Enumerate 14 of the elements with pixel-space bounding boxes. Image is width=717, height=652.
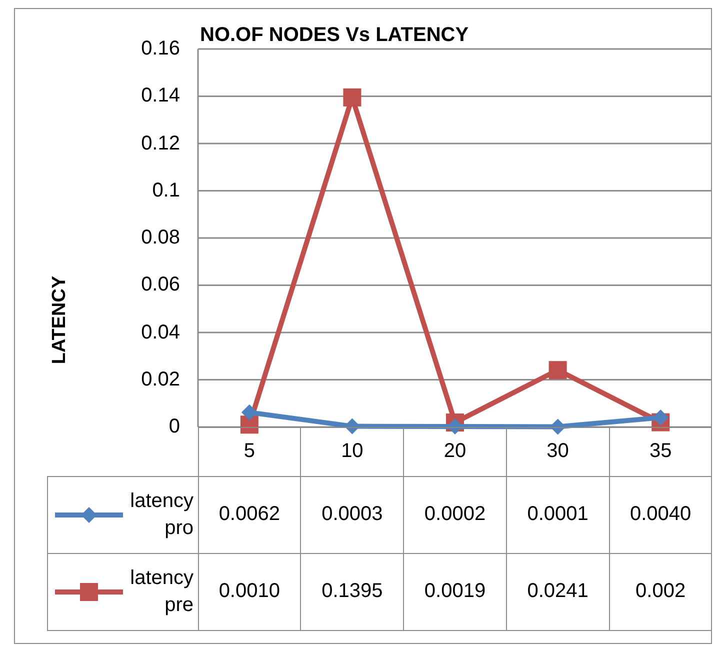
tick-label: 0 bbox=[168, 416, 180, 438]
tick-label: 0.08 bbox=[141, 226, 180, 250]
series-name: latency pro bbox=[129, 488, 194, 540]
chart-title: NO.OF NODES Vs LATENCY bbox=[200, 24, 469, 47]
tick-label: 0.1 bbox=[152, 179, 180, 202]
tick-label: 0.16 bbox=[141, 38, 180, 60]
tick-label: 0.04 bbox=[141, 321, 180, 344]
series-name: latency pre bbox=[129, 566, 194, 618]
tick-label: 0.12 bbox=[141, 132, 180, 155]
tick-label: 0.06 bbox=[141, 274, 180, 297]
category-cell: 5 bbox=[198, 426, 302, 476]
axis-title: LATENCY bbox=[49, 276, 71, 364]
tick-label: 0.02 bbox=[141, 368, 180, 392]
tick-label: 0.14 bbox=[141, 84, 180, 108]
